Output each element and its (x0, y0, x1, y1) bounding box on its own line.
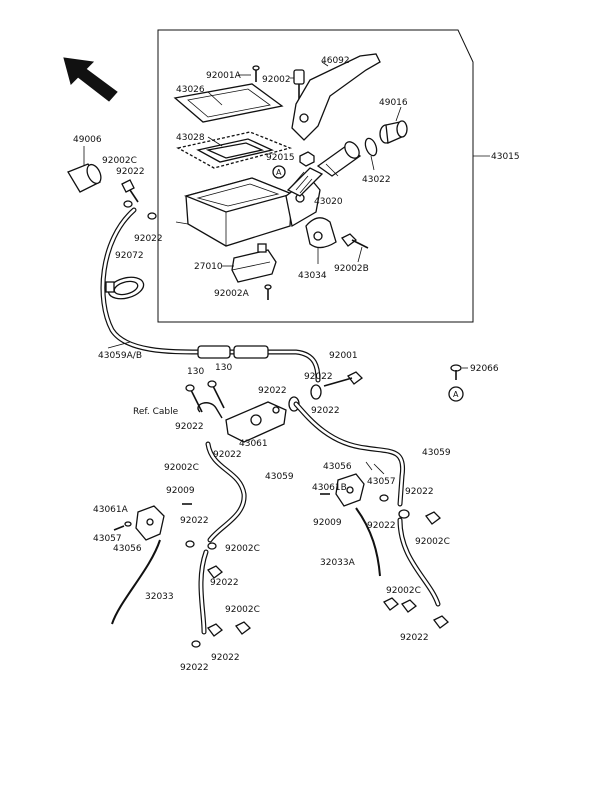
small-fasteners (113, 461, 449, 648)
dust-seal (364, 137, 378, 171)
brake-lever (291, 53, 381, 141)
label-92002A: 92002A (214, 289, 250, 299)
label-92022-a: 92022 (116, 167, 145, 177)
label-92022-g: 92022 (213, 450, 242, 460)
label-43059AB: 43059A/B (98, 351, 142, 361)
label-27010: 27010 (194, 262, 223, 272)
piston-assembly (286, 141, 362, 197)
label-49006: 49006 (73, 135, 102, 145)
label-92001A: 92001A (206, 71, 242, 81)
label-92002C-b: 92002C (164, 463, 199, 473)
label-43061: 43061 (239, 439, 268, 449)
label-43056-a: 43056 (323, 462, 352, 472)
label-130-b: 130 (215, 363, 232, 373)
brake-hose-left-lower (198, 549, 209, 635)
boot-49016 (379, 106, 408, 144)
label-92002C-d: 92002C (415, 537, 450, 547)
label-ref-A: A (453, 390, 459, 399)
label-43057-a: 43057 (367, 477, 396, 487)
bolts-130 (185, 380, 225, 413)
bolt-92002C-top (121, 179, 139, 203)
bolt-92002B (341, 233, 369, 263)
joint-43061A (135, 505, 165, 541)
label-ref-A-top: A (276, 168, 282, 177)
label-92001: 92001 (329, 351, 358, 361)
label-92022-k: 92022 (367, 521, 396, 531)
label-92022-i: 92022 (180, 516, 209, 526)
clamp-43034 (305, 217, 337, 264)
label-92066: 92066 (470, 364, 499, 374)
screw-92001A (238, 65, 260, 82)
label-43061A: 43061A (93, 505, 129, 515)
label-43015: 43015 (491, 152, 520, 162)
label-92002C-f: 92002C (225, 605, 260, 615)
label-92022-f: 92022 (311, 406, 340, 416)
label-43056-b: 43056 (113, 544, 142, 554)
label-92002C-c: 92002C (225, 544, 260, 554)
label-92022-n: 92022 (180, 663, 209, 673)
label-43026: 43026 (176, 85, 205, 95)
label-32033: 32033 (145, 592, 174, 602)
label-92002C-e: 92002C (386, 586, 421, 596)
label-92022-b: 92022 (134, 234, 163, 244)
label-92022-m: 92022 (211, 653, 240, 663)
three-way-joint (225, 384, 322, 443)
brake-light-switch (222, 243, 277, 283)
brake-pipe-32033A (355, 507, 381, 577)
label-92009-a: 92009 (166, 486, 195, 496)
hose-clamp-92072 (105, 276, 145, 300)
banjo-bolt-92001 (323, 371, 363, 387)
label-92002B: 92002B (334, 264, 369, 274)
label-92022-e: 92022 (175, 422, 204, 432)
label-46092: 46092 (321, 56, 350, 66)
label-92002: 92002 (262, 75, 291, 85)
washers-92022-top (123, 200, 157, 220)
label-49016: 49016 (379, 98, 408, 108)
label-92002C-a: 92002C (102, 156, 137, 166)
label-43057-b: 43057 (93, 534, 122, 544)
label-92022-l: 92022 (400, 633, 429, 643)
reference-A-top-icon (272, 165, 286, 179)
screw-92002A (264, 284, 272, 300)
bleeder-cap-92066 (450, 364, 468, 380)
joint-43061B (335, 473, 365, 507)
pivot-bolt-92002 (290, 69, 305, 104)
cap-49006 (67, 146, 102, 193)
label-92022-c: 92022 (304, 372, 333, 382)
label-32033A: 32033A (320, 558, 356, 568)
label-43028: 43028 (176, 133, 205, 143)
brake-hose-left (205, 441, 247, 543)
reference-A-icon (448, 386, 464, 402)
label-43059-b: 43059 (422, 448, 451, 458)
nut-92015 (299, 151, 315, 167)
label-130-a: 130 (187, 367, 204, 377)
label-43022: 43022 (362, 175, 391, 185)
label-43020: 43020 (314, 197, 343, 207)
label-92022-j: 92022 (210, 578, 239, 588)
assembly-outline (157, 29, 474, 323)
direction-arrow-icon (63, 57, 118, 102)
cable-guide (197, 402, 223, 419)
brake-hose-right-lower (397, 517, 441, 607)
brake-pipe-32033 (111, 539, 161, 625)
label-92015: 92015 (266, 153, 295, 163)
brake-hose-right (293, 401, 406, 507)
label-92072: 92072 (115, 251, 144, 261)
label-92022-d: 92022 (258, 386, 287, 396)
label-92009-b: 92009 (313, 518, 342, 528)
label-ref-cable: Ref. Cable (133, 407, 179, 417)
brake-hose-main (100, 207, 321, 383)
reservoir-cover (173, 83, 284, 123)
diaphragm (176, 131, 293, 169)
label-92022-h: 92022 (405, 487, 434, 497)
label-43059-a: 43059 (265, 472, 294, 482)
label-43061B: 43061B (312, 483, 347, 493)
label-43034: 43034 (298, 271, 327, 281)
